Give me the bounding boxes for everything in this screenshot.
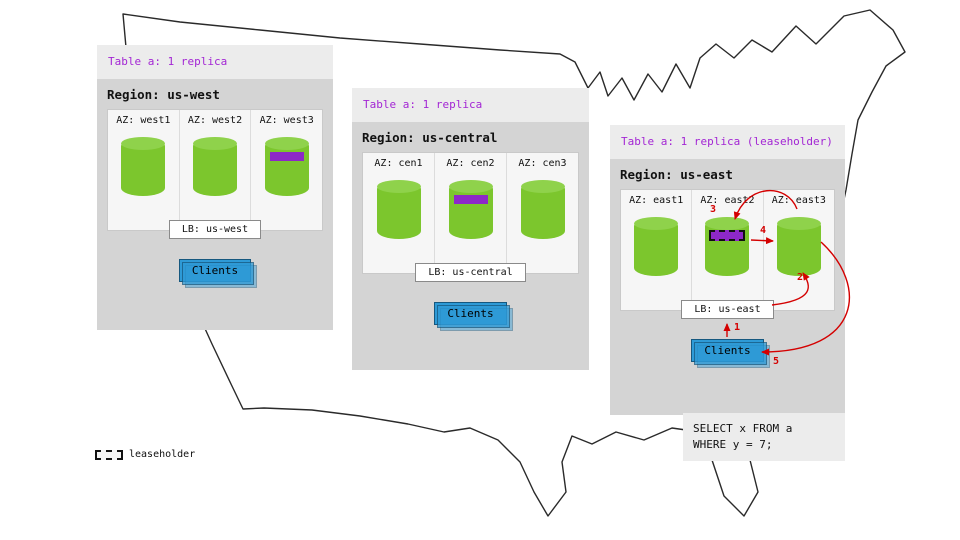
arrow-step-4: 4	[760, 225, 767, 236]
az-label: AZ: west3	[259, 115, 314, 126]
cylinder-top	[776, 217, 821, 230]
replica-cylinder	[121, 137, 166, 196]
az-column: AZ: west1	[108, 110, 179, 230]
az-label: AZ: cen1	[374, 158, 423, 169]
cylinder-top	[264, 137, 309, 150]
az-column: AZ: east1	[621, 190, 691, 310]
table-a-replica-bar	[269, 152, 304, 161]
cylinder-top	[448, 180, 493, 193]
region-panel-us-west: Table a: 1 replica Region: us-west AZ: w…	[97, 45, 333, 330]
clients-box: Clients	[691, 339, 764, 362]
az-label: AZ: west2	[187, 115, 243, 126]
table-replica-label: Table a: 1 replica	[108, 55, 228, 68]
replica-cylinder	[193, 137, 237, 196]
region-box: Region: us-central AZ: cen1 AZ: cen2	[352, 122, 589, 370]
clients-wrap: Clients	[97, 259, 333, 282]
replica-cylinder	[705, 217, 750, 276]
replica-cylinder	[776, 217, 821, 276]
region-panel-us-east: Table a: 1 replica (leaseholder) Region:…	[610, 125, 845, 415]
az-column: AZ: east2	[691, 190, 762, 310]
clients-box: Clients	[434, 302, 507, 325]
legend: leaseholder	[95, 449, 195, 460]
cylinder-top	[376, 180, 421, 193]
legend-label: leaseholder	[129, 449, 196, 460]
sql-line-1: SELECT x FROM a	[693, 422, 793, 435]
replica-cylinder	[264, 137, 309, 196]
az-label: AZ: cen2	[446, 158, 495, 169]
region-panel-us-central: Table a: 1 replica Region: us-central AZ…	[352, 88, 589, 370]
cylinder-top	[121, 137, 166, 150]
region-title: Region: us-west	[107, 87, 220, 102]
sql-query-note: SELECT x FROM a WHERE y = 7;	[683, 413, 845, 461]
az-column: AZ: west3	[250, 110, 322, 230]
clients-wrap: Clients	[610, 339, 845, 362]
load-balancer-box: LB: us-east	[681, 300, 774, 319]
region-box: Region: us-east AZ: east1 AZ: east2	[610, 159, 845, 415]
az-box: AZ: cen1 AZ: cen2 AZ: cen3	[362, 152, 579, 274]
clients-box: Clients	[178, 259, 252, 282]
clients-wrap: Clients	[352, 302, 589, 325]
sql-line-2: WHERE y = 7;	[693, 437, 773, 451]
az-box: AZ: east1 AZ: east2 AZ: east3	[620, 189, 835, 311]
az-column: AZ: cen1	[363, 153, 434, 273]
table-a-replica-bar	[453, 195, 488, 204]
az-column: AZ: west2	[178, 110, 251, 230]
arrow-step-5: 5	[773, 356, 780, 367]
az-label: AZ: east2	[700, 195, 755, 206]
arrow-step-3: 3	[710, 204, 717, 215]
region-title: Region: us-east	[620, 167, 733, 182]
replica-cylinder	[376, 180, 421, 239]
replica-cylinder	[448, 180, 493, 239]
az-label: AZ: cen3	[518, 158, 567, 169]
replica-cylinder	[520, 180, 565, 239]
leaseholder-replica-bar	[709, 230, 746, 241]
table-replica-label: Table a: 1 replica (leaseholder)	[621, 135, 833, 148]
table-replica-label: Table a: 1 replica	[363, 98, 483, 111]
load-balancer-box: LB: us-central	[415, 263, 526, 282]
cylinder-top	[193, 137, 237, 150]
arrow-step-1: 1	[734, 322, 741, 333]
region-title: Region: us-central	[362, 130, 498, 145]
replica-cylinder	[634, 217, 679, 276]
cylinder-top	[634, 217, 679, 230]
az-column: AZ: cen2	[434, 153, 506, 273]
az-label: AZ: west1	[116, 115, 171, 126]
region-box: Region: us-west AZ: west1 AZ: west2 AZ: …	[97, 79, 333, 330]
arrow-step-2: 2	[797, 272, 804, 283]
az-box: AZ: west1 AZ: west2 AZ: west3	[107, 109, 323, 231]
cylinder-top	[705, 217, 750, 230]
az-column: AZ: cen3	[506, 153, 578, 273]
load-balancer-box: LB: us-west	[168, 220, 262, 239]
leaseholder-swatch-icon	[95, 449, 123, 460]
az-column: AZ: east3	[762, 190, 834, 310]
cylinder-top	[520, 180, 565, 193]
az-label: AZ: east3	[771, 195, 826, 206]
az-label: AZ: east1	[629, 195, 684, 206]
